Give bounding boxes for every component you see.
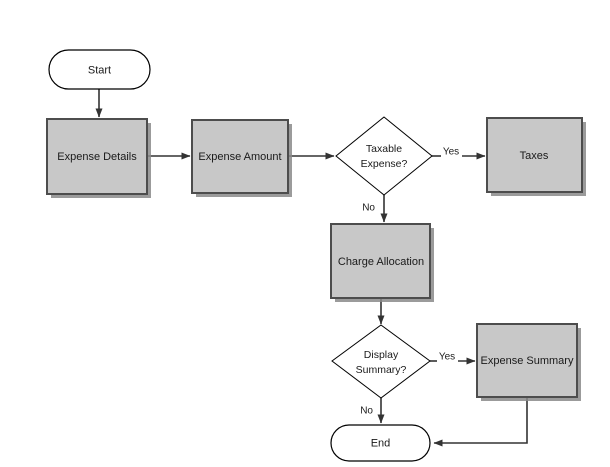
expense-details-box (46, 118, 148, 195)
node-expense-amount[interactable]: Expense Amount (191, 119, 292, 197)
display-summary-label-line1: Display (364, 349, 399, 361)
end-label: End (371, 437, 391, 449)
edge-label-taxable-no: No (362, 203, 375, 214)
display-summary-diamond (331, 324, 431, 399)
edge-label-summary-no: No (360, 406, 373, 417)
start-label: Start (88, 64, 111, 76)
charge-allocation-label: Charge Allocation (338, 256, 424, 268)
taxes-box (486, 117, 583, 193)
node-expense-details[interactable]: Expense Details (46, 118, 151, 198)
node-taxable-expense[interactable]: Taxable Expense? (335, 116, 433, 196)
start-terminator-shape (48, 49, 151, 90)
expense-details-label: Expense Details (57, 151, 137, 163)
node-taxes[interactable]: Taxes (486, 117, 586, 196)
edge-label-summary-yes: Yes (439, 352, 455, 363)
taxable-expense-label-line1: Taxable (366, 143, 402, 155)
node-start[interactable]: Start (48, 49, 151, 90)
node-expense-summary[interactable]: Expense Summary (476, 323, 581, 401)
taxable-expense-diamond (335, 116, 433, 196)
charge-allocation-box (330, 223, 431, 299)
taxable-expense-label-line2: Expense? (361, 158, 408, 170)
node-display-summary[interactable]: Display Summary? (331, 324, 431, 399)
edge-label-taxable-yes: Yes (443, 147, 459, 158)
display-summary-label-line2: Summary? (356, 364, 407, 376)
edge-expense-summary-to-end (433, 397, 528, 447)
expense-amount-box (191, 119, 289, 194)
expense-summary-box (476, 323, 578, 398)
expense-amount-label: Expense Amount (198, 151, 281, 163)
expense-summary-label: Expense Summary (481, 355, 574, 367)
node-end[interactable]: End (330, 424, 431, 462)
taxes-label: Taxes (520, 150, 549, 162)
end-terminator-shape (330, 424, 431, 462)
node-charge-allocation[interactable]: Charge Allocation (330, 223, 434, 302)
